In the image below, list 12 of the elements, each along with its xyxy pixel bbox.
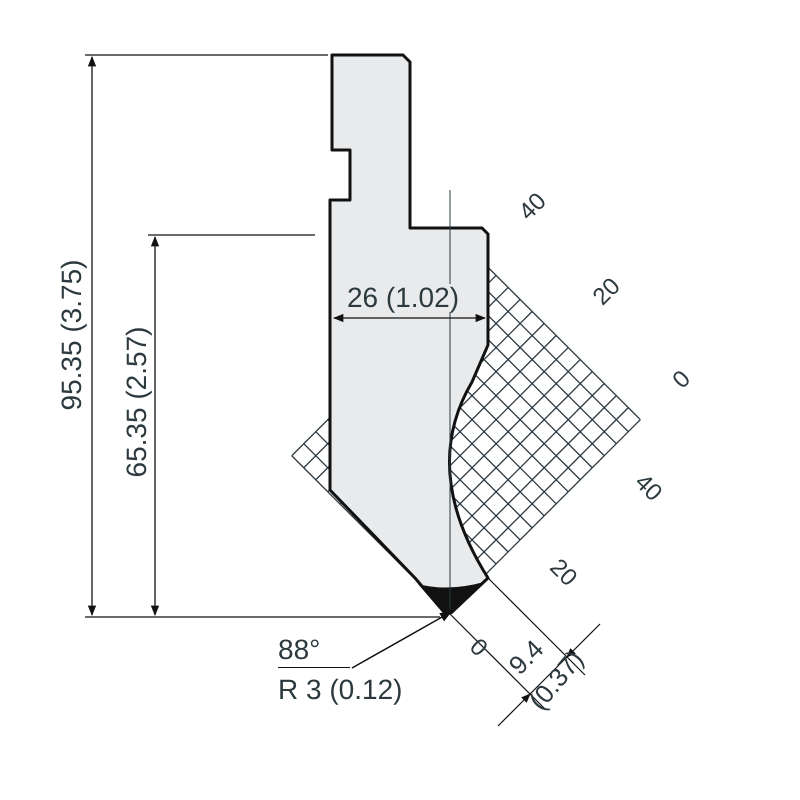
grid-scale-number: 0 (668, 366, 696, 394)
grid-scale-number: 40 (515, 189, 551, 225)
radius-text: R 3 (0.12) (278, 676, 402, 704)
angle-text: 88° (278, 636, 350, 668)
grid-scale-number: 40 (630, 470, 666, 506)
grid-scale-number: 20 (589, 274, 625, 310)
dimension-text: 65.35 (2.57) (123, 326, 151, 478)
dimension-text: 95.35 (3.75) (58, 260, 86, 410)
grid-scale-number: 20 (545, 555, 581, 591)
leader-line (352, 611, 452, 669)
punch-tip (418, 582, 484, 614)
grid-scale-number: 0 (464, 634, 492, 662)
